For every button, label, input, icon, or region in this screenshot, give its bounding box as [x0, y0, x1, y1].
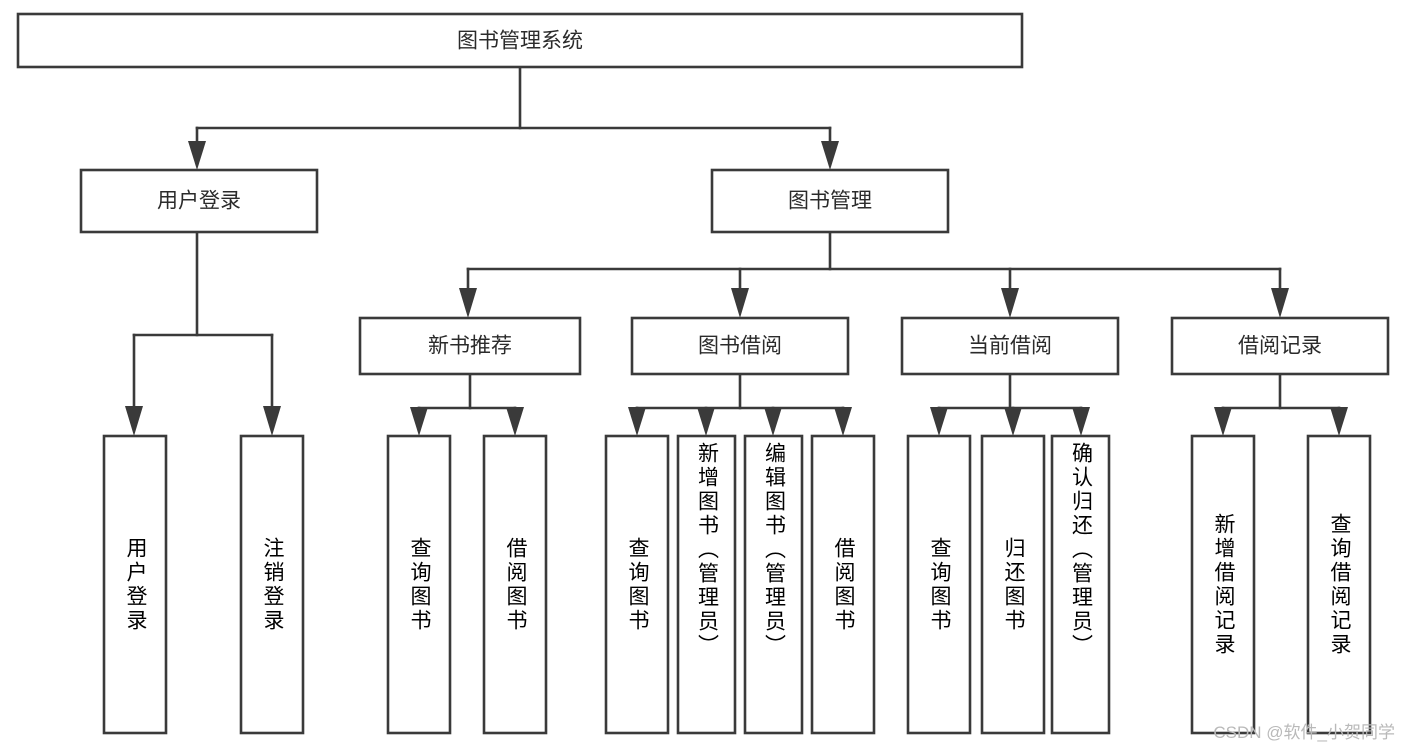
node-book-borrow[interactable]: 图书借阅 [630, 316, 850, 376]
node-root[interactable]: 图书管理系统 [16, 12, 1024, 69]
node-leaf-query-book-1-box[interactable] [386, 434, 452, 735]
node-leaf-add-record[interactable]: 新增借阅记录 [1190, 434, 1256, 735]
arrow-head-icon [125, 406, 143, 436]
arrow-head-icon [410, 407, 428, 436]
node-leaf-user-login-label: 用户登录 [124, 536, 147, 633]
node-leaf-query-book-2-box[interactable] [604, 434, 670, 735]
node-leaf-borrow-book-2-label: 借阅图书 [832, 536, 855, 633]
node-leaf-query-book-2[interactable]: 查询图书 [604, 434, 670, 735]
node-leaf-add-book-box[interactable] [676, 434, 737, 735]
node-leaf-query-book-2-label: 查询图书 [626, 536, 649, 633]
node-current-borrow[interactable]: 当前借阅 [900, 316, 1120, 376]
node-leaf-user-logout-box[interactable] [239, 434, 305, 735]
node-leaf-query-book-3-box[interactable] [906, 434, 972, 735]
node-leaf-borrow-book-1-box[interactable] [482, 434, 548, 735]
arrow-head-icon [1214, 407, 1232, 436]
node-book-borrow-label: 图书借阅 [698, 335, 782, 358]
node-leaf-edit-book-label: 编辑图书（管理员） [762, 442, 786, 658]
arrow-head-icon [821, 141, 839, 170]
node-leaf-confirm-return-box[interactable] [1050, 434, 1111, 735]
node-user-login-label: 用户登录 [157, 190, 241, 213]
node-leaf-edit-book[interactable]: 编辑图书（管理员） [743, 434, 804, 735]
node-leaf-user-login-box[interactable] [102, 434, 168, 735]
node-leaf-query-record-box[interactable] [1306, 434, 1372, 735]
arrow-head-icon [263, 406, 281, 436]
arrow-head-icon [1072, 407, 1090, 436]
node-book-management[interactable]: 图书管理 [710, 168, 950, 234]
arrow-head-icon [764, 407, 782, 436]
node-leaf-query-book-3[interactable]: 查询图书 [906, 434, 972, 735]
node-leaf-add-book-label: 新增图书（管理员） [695, 442, 719, 658]
arrow-head-icon [628, 407, 646, 436]
arrow-head-icon [697, 407, 715, 436]
node-book-management-label: 图书管理 [788, 190, 872, 213]
node-current-borrow-label: 当前借阅 [968, 335, 1052, 358]
node-leaf-add-record-box[interactable] [1190, 434, 1256, 735]
arrow-head-icon [506, 407, 524, 436]
arrow-head-icon [834, 407, 852, 436]
node-leaf-return-book-box[interactable] [980, 434, 1046, 735]
arrow-head-icon [930, 407, 948, 436]
node-borrow-record-label: 借阅记录 [1238, 335, 1322, 358]
node-leaf-user-login[interactable]: 用户登录 [102, 434, 168, 735]
connector-layer [125, 65, 1348, 436]
node-leaf-query-record[interactable]: 查询借阅记录 [1306, 434, 1372, 735]
node-new-book-recommend[interactable]: 新书推荐 [358, 316, 582, 376]
node-root-label: 图书管理系统 [457, 30, 583, 53]
node-leaf-add-record-label: 新增借阅记录 [1212, 512, 1235, 657]
node-leaf-user-logout[interactable]: 注销登录 [239, 434, 305, 735]
node-leaf-edit-book-box[interactable] [743, 434, 804, 735]
arrow-head-icon [731, 288, 749, 318]
node-leaf-add-book[interactable]: 新增图书（管理员） [676, 434, 737, 735]
node-leaf-confirm-return[interactable]: 确认归还（管理员） [1050, 434, 1111, 735]
arrow-head-icon [1004, 407, 1022, 436]
node-new-book-recommend-label: 新书推荐 [428, 335, 512, 358]
node-leaf-borrow-book-1-label: 借阅图书 [504, 536, 527, 633]
arrow-head-icon [1330, 407, 1348, 436]
node-leaf-query-book-1-label: 查询图书 [408, 536, 431, 633]
node-leaf-query-book-3-label: 查询图书 [928, 536, 951, 633]
node-new-book-recommend-box[interactable] [358, 316, 582, 376]
arrow-head-icon [188, 141, 206, 170]
node-current-borrow-box[interactable] [900, 316, 1120, 376]
node-leaf-confirm-return-label: 确认归还（管理员） [1069, 442, 1093, 658]
node-leaf-query-book-1[interactable]: 查询图书 [386, 434, 452, 735]
node-borrow-record-box[interactable] [1170, 316, 1390, 376]
arrow-head-icon [1001, 288, 1019, 318]
node-leaf-borrow-book-1[interactable]: 借阅图书 [482, 434, 548, 735]
arrow-head-icon [459, 288, 477, 318]
node-leaf-borrow-book-2-box[interactable] [810, 434, 876, 735]
node-leaf-return-book-label: 归还图书 [1002, 536, 1025, 633]
node-root-box[interactable] [16, 12, 1024, 69]
node-leaf-return-book[interactable]: 归还图书 [980, 434, 1046, 735]
node-leaf-query-record-label: 查询借阅记录 [1328, 512, 1351, 657]
node-book-borrow-box[interactable] [630, 316, 850, 376]
node-user-login[interactable]: 用户登录 [79, 168, 319, 234]
node-book-management-box[interactable] [710, 168, 950, 234]
node-leaf-user-logout-label: 注销登录 [261, 536, 284, 633]
node-borrow-record[interactable]: 借阅记录 [1170, 316, 1390, 376]
arrow-head-icon [1271, 288, 1289, 318]
node-user-login-box[interactable] [79, 168, 319, 234]
node-leaf-borrow-book-2[interactable]: 借阅图书 [810, 434, 876, 735]
